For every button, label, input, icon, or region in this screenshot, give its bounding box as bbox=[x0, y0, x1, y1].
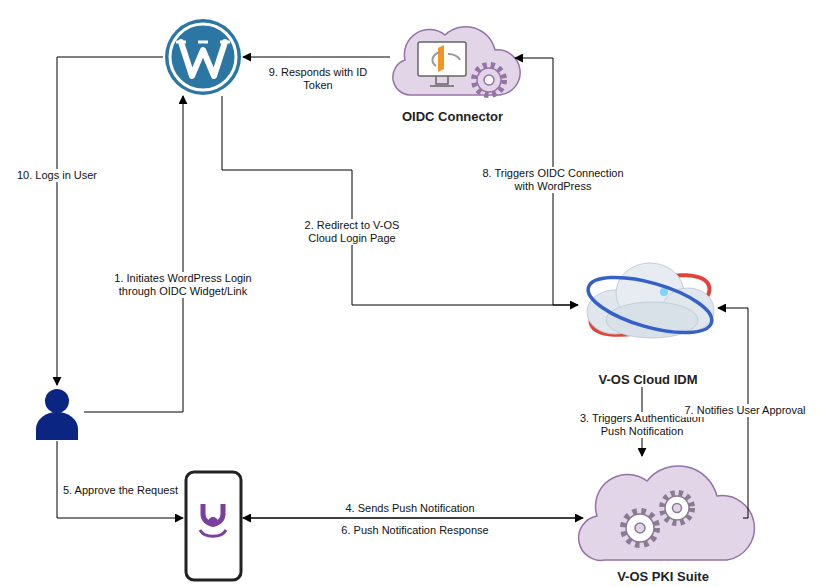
step-label: 1. Initiates WordPress Login through OID… bbox=[101, 272, 265, 298]
step-label: 4. Sends Push Notification bbox=[343, 502, 476, 515]
step-label: 10. Logs in User bbox=[15, 169, 99, 182]
flow-connector bbox=[243, 57, 390, 58]
step-label: 6. Push Notification Response bbox=[339, 524, 490, 537]
wordpress-icon bbox=[165, 19, 241, 95]
node-caption: V-OS PKI Suite bbox=[617, 569, 709, 584]
step-label: 9. Responds with ID Token bbox=[261, 66, 375, 92]
step-label: 7. Notifies User Approval bbox=[682, 404, 807, 417]
phone-icon bbox=[186, 472, 241, 580]
oidc-connector-node: OIDC Connector bbox=[390, 5, 515, 124]
phone-node bbox=[183, 470, 243, 584]
user-icon bbox=[36, 389, 78, 440]
oidc-cloud-icon bbox=[393, 27, 520, 95]
cloud-idm-node: V-OS Cloud IDM bbox=[578, 255, 718, 387]
pki-cloud-icon bbox=[579, 466, 755, 560]
flow-connector bbox=[243, 518, 583, 519]
pki-suite-node: V-OS PKI Suite bbox=[583, 456, 743, 584]
flow-connector bbox=[243, 518, 583, 519]
flow-connector bbox=[84, 96, 183, 412]
user-node bbox=[32, 385, 84, 441]
step-label: 2. Redirect to V-OS Cloud Login Page bbox=[288, 219, 417, 245]
step-label: 8. Triggers OIDC Connection with WordPre… bbox=[476, 167, 630, 193]
flow-connector bbox=[57, 441, 183, 518]
node-caption: OIDC Connector bbox=[402, 109, 503, 124]
node-caption: V-OS Cloud IDM bbox=[599, 372, 698, 387]
cloud-idm-icon bbox=[582, 263, 717, 347]
flow-connector bbox=[57, 57, 163, 385]
flow-connector bbox=[222, 96, 578, 305]
step-label: 5. Approve the Request bbox=[61, 484, 180, 497]
wordpress-node bbox=[163, 18, 243, 96]
